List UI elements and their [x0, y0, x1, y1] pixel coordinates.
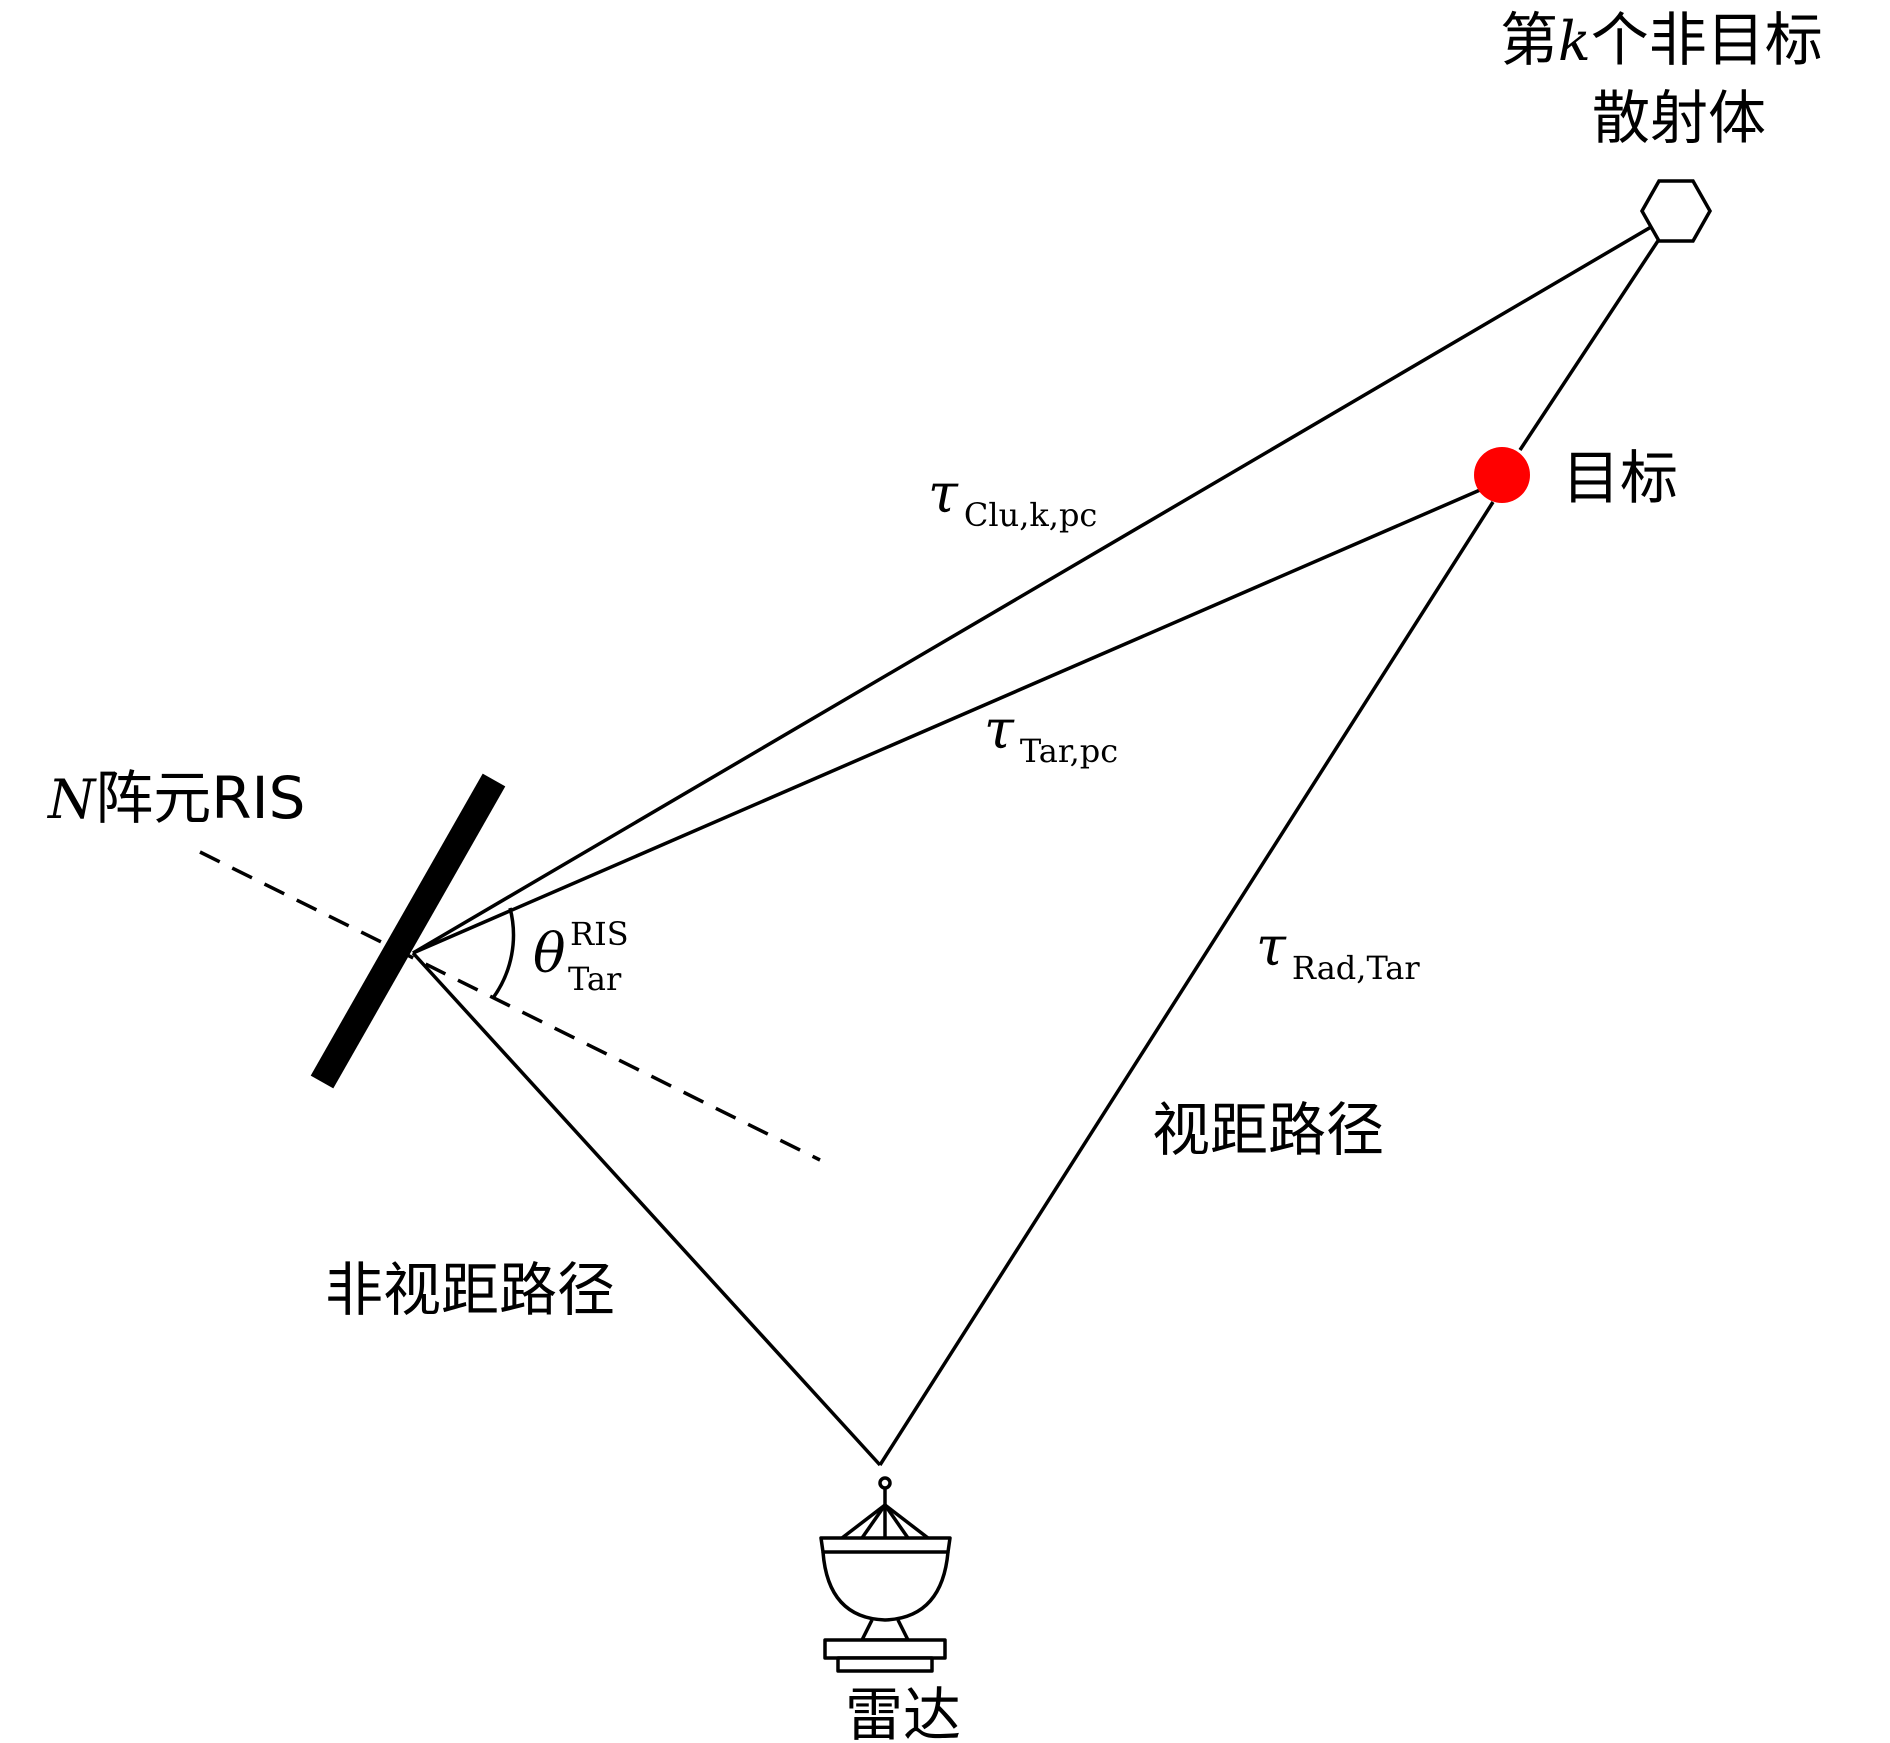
path-target-to-scatterer [1518, 211, 1679, 451]
theta-symbol: θ RIS Tar [533, 915, 629, 998]
path-ris-to-scatterer [412, 208, 1681, 955]
theta-angle-arc [491, 907, 516, 1000]
radar-label: 雷达 [845, 1681, 961, 1743]
radar-dish-icon [819, 1476, 952, 1673]
ris-normal-dashed-line [199, 850, 821, 1162]
scatterer-label-line2: 散射体 [1592, 84, 1766, 152]
svg-text:θ: θ [533, 922, 566, 985]
ris-label: N阵元RIS [46, 764, 305, 832]
scatterer-label-line1: 第k个非目标 [1500, 6, 1823, 74]
svg-text:Tar: Tar [568, 960, 622, 998]
los-path-label: 视距路径 [1152, 1096, 1384, 1164]
target-label: 目标 [1562, 444, 1678, 512]
svg-text:RIS: RIS [570, 915, 629, 953]
ris-panel [310, 773, 506, 1089]
nlos-path-label: 非视距路径 [325, 1256, 615, 1324]
scatterer-hexagon-icon [1639, 179, 1713, 243]
target-circle-icon [1474, 447, 1530, 503]
path-ris-to-radar [411, 951, 882, 1467]
path-ris-to-target [412, 488, 1481, 955]
path-radar-to-target [878, 501, 1495, 1466]
